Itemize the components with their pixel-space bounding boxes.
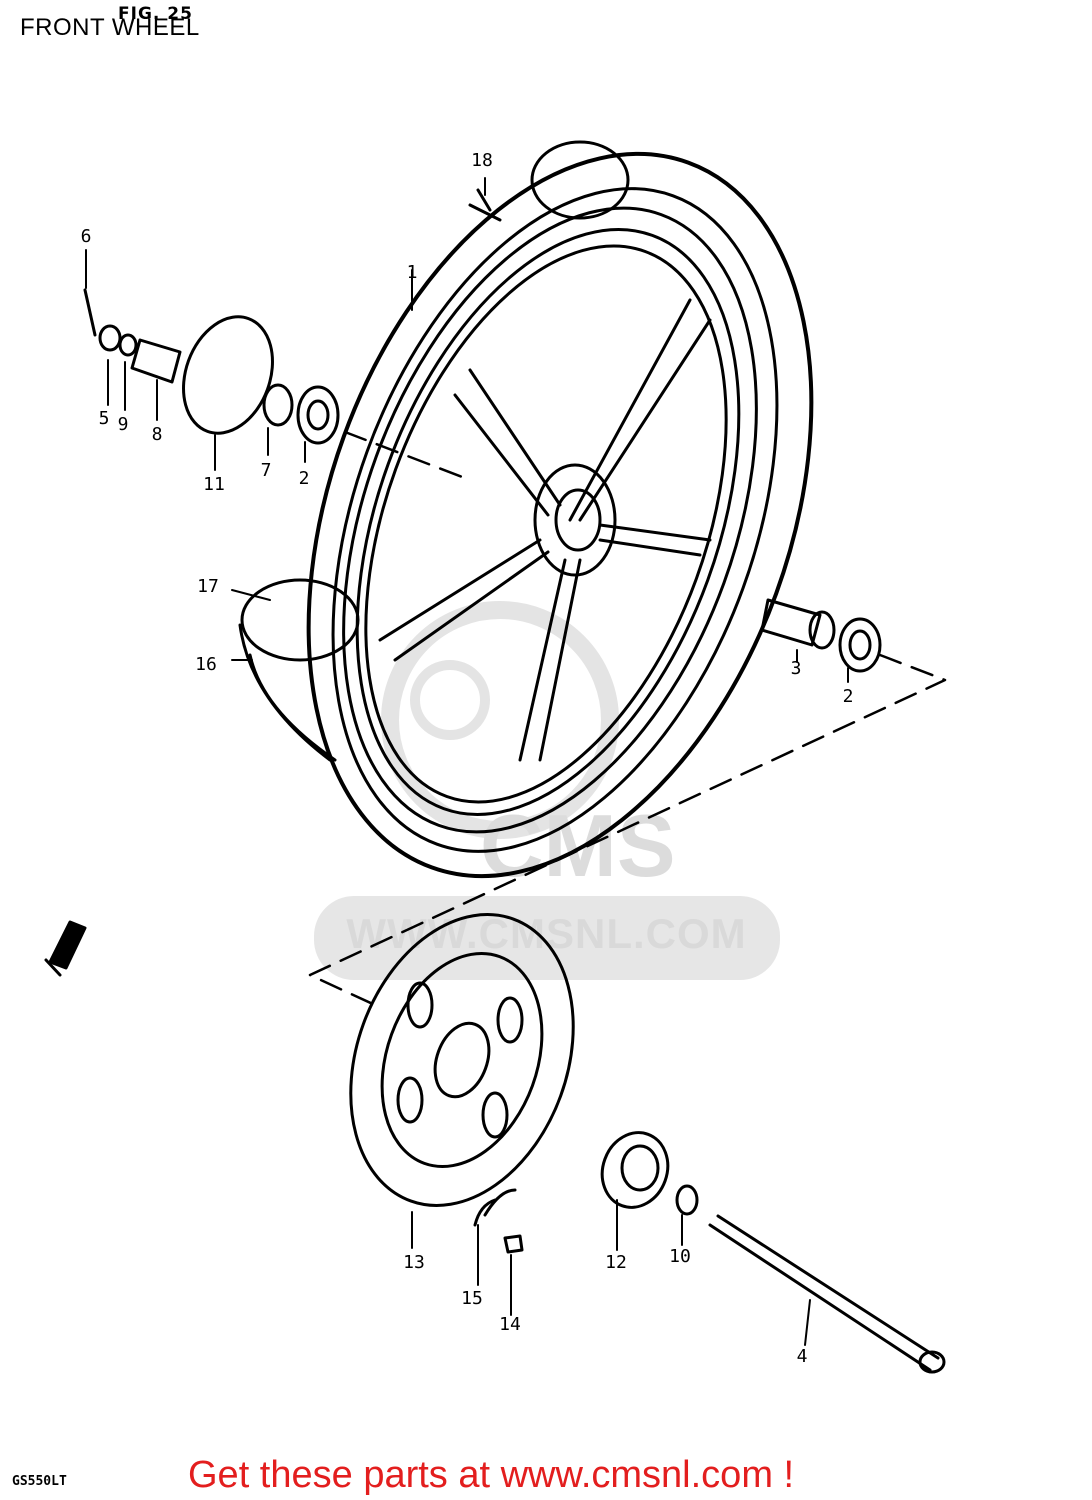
page-title: FRONT WHEEL [20, 14, 200, 41]
shop-link-text[interactable]: Get these parts at www.cmsnl.com ! [188, 1454, 795, 1496]
forward-arrow-icon [44, 920, 87, 977]
right-hub-parts [760, 598, 882, 673]
callout-part-15: 15 [461, 1288, 483, 1309]
callout-part-3: 3 [790, 658, 802, 679]
callout-part-12: 12 [605, 1252, 627, 1273]
callout-part-8: 8 [151, 424, 163, 445]
callout-part-4: 4 [796, 1346, 808, 1367]
brake-disc [349, 913, 575, 1207]
callout-part-9: 9 [117, 414, 129, 435]
callout-part-16: 16 [195, 654, 217, 675]
callout-part-13: 13 [403, 1252, 425, 1273]
left-hub-parts [83, 288, 340, 445]
figure-number: FIG. 25 [118, 4, 193, 24]
model-code: GS550LT [12, 1474, 67, 1489]
callout-part-2: 2 [842, 686, 854, 707]
callout-part-14: 14 [499, 1314, 521, 1335]
lower-parts [473, 1131, 946, 1374]
alignment-lines [308, 430, 947, 1007]
callout-part-1: 1 [406, 262, 418, 283]
callout-part-18: 18 [471, 150, 493, 171]
callout-part-6: 6 [80, 226, 92, 247]
wheel-assembly [238, 140, 814, 879]
callout-part-2: 2 [298, 468, 310, 489]
watermark-brand: CMS [480, 796, 676, 895]
leader-lines [85, 177, 849, 1346]
watermark-logo [314, 601, 780, 980]
callout-part-7: 7 [260, 460, 272, 481]
callout-part-17: 17 [197, 576, 219, 597]
callout-part-10: 10 [669, 1246, 691, 1267]
callout-part-11: 11 [203, 474, 225, 495]
callout-part-5: 5 [98, 408, 110, 429]
